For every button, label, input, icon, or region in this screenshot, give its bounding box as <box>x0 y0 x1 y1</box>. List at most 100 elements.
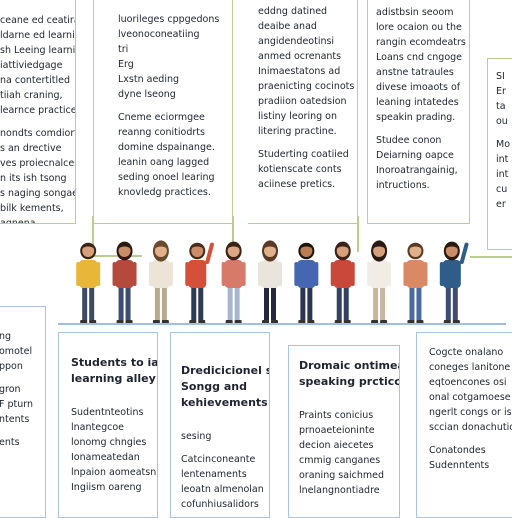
text-line: agnena, <box>0 218 39 224</box>
student-torso <box>224 260 243 288</box>
student-arm <box>132 262 137 286</box>
student-figure <box>294 242 319 324</box>
student-leg <box>191 284 197 322</box>
student-arm <box>168 262 173 286</box>
student-leg <box>380 284 386 322</box>
student-arm <box>221 262 226 286</box>
paragraph-gap <box>0 427 43 435</box>
divider-line <box>58 323 506 325</box>
text-line: Loans cnd cngoge <box>376 52 463 63</box>
student-head <box>118 245 131 257</box>
bottom-panel: Dromaic ontimeallspeaking prcticcPraints… <box>288 345 400 518</box>
text-line: bilk kements, <box>0 203 64 214</box>
text-line: pradiion oatedsion <box>258 96 347 107</box>
student-arm <box>185 262 190 286</box>
connector-line <box>92 216 94 256</box>
text-line: speakin prading. <box>376 112 456 123</box>
text-line: ents <box>0 437 20 448</box>
student-arm <box>258 262 262 286</box>
text-line: lveonoconeatiing <box>118 29 200 40</box>
student-figure <box>112 241 137 324</box>
student-leg <box>452 284 458 322</box>
student-head <box>336 245 349 257</box>
student-head <box>445 245 458 257</box>
student-hair-top <box>408 244 423 249</box>
text-line: cu <box>496 184 508 195</box>
student-leg <box>343 284 349 322</box>
text-line: s naging songaes <box>0 188 76 199</box>
text-line: onal cotgamoese <box>429 392 511 403</box>
student-arm <box>112 262 117 286</box>
panel-heading: Dredicicionel s <box>181 364 270 377</box>
student-figure <box>185 242 214 324</box>
text-line: dyne lseong <box>118 89 176 100</box>
student-arm <box>350 262 355 286</box>
student-torso <box>297 260 316 288</box>
student-leg <box>82 284 88 322</box>
student-torso <box>406 260 425 288</box>
student-arm <box>76 262 81 286</box>
student-torso <box>370 260 389 288</box>
panel-text: ceane ed ceatirationldarne ed learningsh… <box>0 13 76 224</box>
text-line: angidendeotinsi <box>258 36 335 47</box>
student-torso <box>115 260 134 288</box>
student-hair-top <box>299 244 314 249</box>
student-leg <box>271 284 276 322</box>
panel-heading: speaking prcticc <box>299 375 400 388</box>
heading-gap <box>299 390 397 408</box>
text-line: eqtoencones osi <box>429 377 507 388</box>
text-line: lentenaments <box>181 469 247 480</box>
text-line: ntents <box>0 414 30 425</box>
student-arm <box>314 262 319 286</box>
text-line: Studerting coatiied <box>258 149 349 160</box>
text-line: cofunhiusalidors <box>181 499 259 510</box>
student-torso <box>79 260 98 288</box>
student-arm <box>205 242 214 264</box>
student-torso <box>442 260 461 288</box>
student-torso <box>261 260 279 288</box>
text-line: anstne tatraules <box>376 67 454 78</box>
student-arm <box>148 262 153 286</box>
student-arm <box>459 242 469 264</box>
text-line: Sudenntents <box>429 460 490 471</box>
paragraph-gap <box>429 435 512 443</box>
student-figure <box>367 240 392 324</box>
connector-line <box>470 256 512 258</box>
text-line: kotienscate conts <box>258 164 342 175</box>
student-hair-top <box>117 244 132 249</box>
student-arm <box>241 262 246 286</box>
panel-text: Dromaic ontimeallspeaking prcticcPraints… <box>299 358 400 498</box>
text-line: divese imoaots of <box>376 82 461 93</box>
student-leg <box>227 284 233 322</box>
student-leg <box>264 284 269 322</box>
student-figure <box>330 241 355 324</box>
text-line: Er <box>496 86 506 97</box>
paragraph-gap <box>258 139 353 147</box>
text-line: lnpaion aomeatsn <box>71 467 157 478</box>
text-line: deaibe anad <box>258 21 317 32</box>
text-line: sccian donachuticc <box>429 422 512 433</box>
panel-heading: Songg and <box>181 380 248 393</box>
text-line: Praints conicius <box>299 410 374 421</box>
paragraph-gap <box>118 102 226 110</box>
student-figure <box>403 242 428 324</box>
connector-line <box>232 216 234 252</box>
student-leg <box>198 284 204 322</box>
text-line: tri <box>118 44 129 55</box>
text-line: litering practine. <box>258 126 337 137</box>
text-line: ta <box>496 101 506 112</box>
text-line: omotel <box>0 346 33 357</box>
student-arm <box>294 262 299 286</box>
text-line: tiiah craning, <box>0 90 63 101</box>
text-line: ves proiecnalces <box>0 158 76 169</box>
panel-heading: kehievements <box>181 396 268 409</box>
student-leg <box>154 284 160 322</box>
student-leg <box>307 284 313 322</box>
text-line: lonomg chngies <box>71 437 147 448</box>
student-hair-top <box>444 244 459 249</box>
text-line: Inimaestatons ad <box>258 66 341 77</box>
student-leg <box>161 284 167 322</box>
text-line: ceane ed ceatiration <box>0 15 75 26</box>
